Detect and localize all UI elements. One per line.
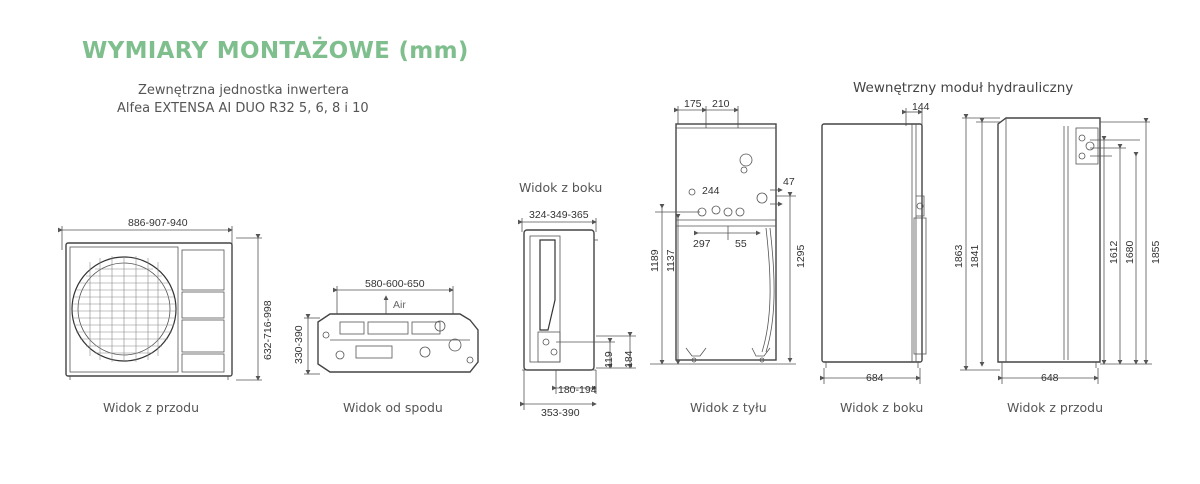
hydraulic-side-view-drawing bbox=[820, 108, 927, 384]
back-h1189: 1189 bbox=[649, 249, 661, 272]
front-h1855: 1855 bbox=[1150, 240, 1162, 264]
air-flow-label: Air bbox=[393, 299, 406, 311]
outdoor-side-h119: 119 bbox=[603, 351, 615, 368]
page-title: WYMIARY MONTAŻOWE (mm) bbox=[82, 38, 469, 64]
outdoor-front-view-label: Widok z przodu bbox=[103, 400, 200, 415]
back-d175: 175 bbox=[684, 98, 702, 110]
outdoor-side-bottom-width: 353-390 bbox=[541, 407, 580, 419]
outdoor-unit-subtitle-1: Zewnętrzna jednostka inwertera bbox=[138, 83, 349, 98]
back-d244: 244 bbox=[702, 185, 720, 197]
outdoor-bottom-view-drawing bbox=[304, 286, 479, 375]
front-h1680: 1680 bbox=[1124, 240, 1136, 264]
back-view-label: Widok z tyłu bbox=[690, 400, 767, 415]
outdoor-side-h184: 184 bbox=[623, 350, 635, 368]
side-w684: 684 bbox=[866, 372, 884, 384]
outdoor-side-view-drawing bbox=[518, 218, 636, 410]
outdoor-bottom-depth: 330-390 bbox=[293, 325, 305, 364]
hydraulic-back-view-drawing bbox=[650, 106, 796, 365]
side-view-label: Widok z boku bbox=[840, 400, 924, 415]
front-h1612: 1612 bbox=[1108, 240, 1120, 264]
outdoor-front-view-drawing bbox=[58, 226, 262, 381]
side-d144: 144 bbox=[912, 101, 930, 113]
outdoor-side-view-label: Widok z boku bbox=[519, 180, 603, 195]
outdoor-front-width: 886-907-940 bbox=[128, 217, 188, 229]
back-d47: 47 bbox=[783, 176, 795, 188]
outdoor-front-height: 632-716-998 bbox=[262, 300, 274, 360]
hydraulic-module-heading: Wewnętrzny moduł hydrauliczny bbox=[853, 80, 1074, 96]
outdoor-unit-subtitle-2: Alfea EXTENSA AI DUO R32 5, 6, 8 i 10 bbox=[117, 101, 369, 116]
outdoor-side-top-width: 324-349-365 bbox=[529, 209, 589, 221]
back-d55: 55 bbox=[735, 238, 747, 250]
back-d210: 210 bbox=[712, 98, 730, 110]
outdoor-bottom-view-label: Widok od spodu bbox=[343, 400, 443, 415]
front-view-label: Widok z przodu bbox=[1007, 400, 1104, 415]
front-w648: 648 bbox=[1041, 372, 1059, 384]
back-d297: 297 bbox=[693, 238, 711, 250]
hydraulic-front-view-drawing bbox=[960, 114, 1152, 384]
front-h1841: 1841 bbox=[969, 244, 981, 268]
outdoor-bottom-width: 580-600-650 bbox=[365, 278, 425, 290]
back-h1295: 1295 bbox=[795, 244, 807, 268]
outdoor-side-inner-width: 180-194 bbox=[558, 384, 597, 396]
back-h1137: 1137 bbox=[665, 249, 677, 272]
front-h1863: 1863 bbox=[953, 244, 965, 268]
